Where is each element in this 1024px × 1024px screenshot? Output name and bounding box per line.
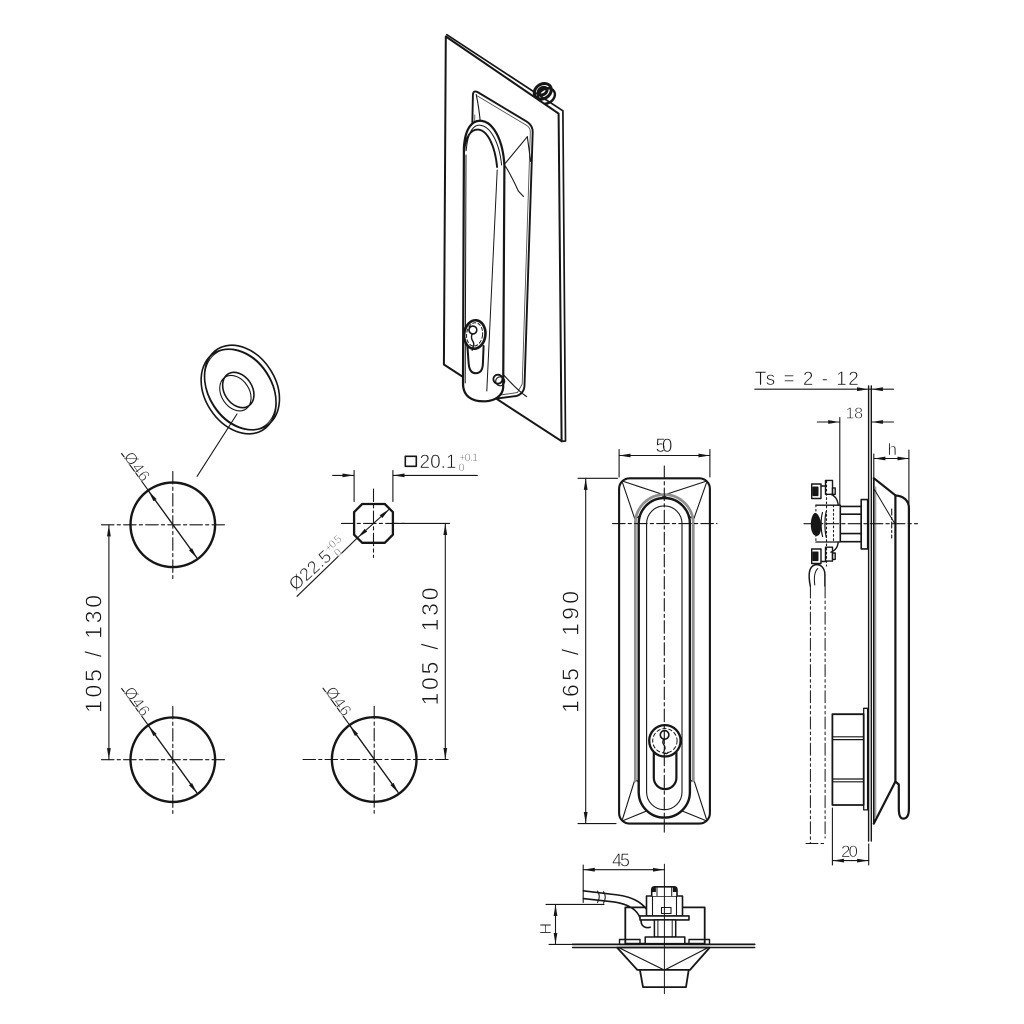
svg-text:Ø46: Ø46	[120, 449, 153, 485]
svg-text:50: 50	[656, 436, 673, 457]
svg-text:H: H	[538, 923, 555, 935]
svg-text:Ø22.5: Ø22.5	[285, 546, 336, 594]
svg-text:0: 0	[332, 546, 345, 559]
svg-text:Ø46: Ø46	[120, 684, 153, 720]
svg-text:45: 45	[612, 851, 630, 871]
svg-text:105 / 130: 105 / 130	[417, 588, 443, 706]
svg-text:0: 0	[459, 462, 465, 474]
svg-text:105 / 130: 105 / 130	[81, 595, 107, 713]
svg-text:165 / 190: 165 / 190	[558, 591, 584, 713]
svg-text:h: h	[888, 440, 897, 459]
svg-text:20: 20	[841, 842, 858, 861]
svg-text:Ts = 2 - 12: Ts = 2 - 12	[755, 369, 859, 390]
svg-text:Ø46: Ø46	[321, 684, 354, 720]
svg-text:18: 18	[846, 406, 864, 423]
svg-text:+0.1: +0.1	[459, 452, 478, 464]
svg-text:20.1: 20.1	[420, 452, 457, 473]
